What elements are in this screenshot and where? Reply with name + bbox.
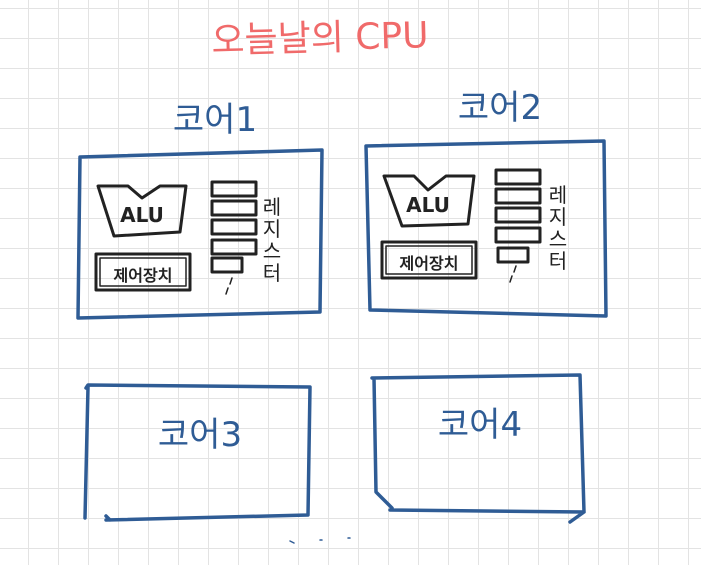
core1-control-unit-box (94, 252, 192, 292)
core2-register-char: 지 (548, 205, 568, 229)
diagram-title: 오늘날의 CPU (210, 15, 430, 62)
core2-register-stack (494, 168, 542, 283)
core2-register-label: 레 지 스 터 (546, 184, 570, 272)
core4-box (370, 373, 586, 524)
stray-marks (289, 537, 351, 544)
core2-alu-label: ALU (406, 193, 450, 217)
core2-register-char: 레 (548, 183, 568, 207)
core2-control-unit-inner (385, 245, 473, 275)
core1-register-stack (210, 180, 258, 295)
core2-alu-shape (382, 174, 476, 228)
core2-register-char: 터 (548, 249, 568, 273)
core2-register-char: 스 (548, 227, 568, 251)
core1-control-unit-label: 제어장치 (113, 266, 173, 285)
core4-label: 코어4 (437, 405, 523, 445)
core2-control-unit-label: 제어장치 (399, 254, 459, 273)
core3-box (83, 383, 312, 522)
core1-alu-label: ALU (120, 203, 164, 227)
core2-label: 코어2 (457, 88, 543, 128)
core1-register-char: 터 (262, 261, 282, 285)
core2-control-unit-box (380, 240, 478, 280)
core1-alu-shape (96, 184, 188, 238)
core3-label: 코어3 (157, 415, 243, 455)
core1-register-char: 레 (262, 195, 282, 219)
core2-box (364, 139, 608, 318)
core1-register-char: 지 (262, 217, 282, 241)
core1-box (76, 148, 324, 320)
core1-control-unit-inner (99, 257, 187, 287)
core1-register-char: 스 (262, 239, 282, 263)
core1-label: 코어1 (172, 100, 258, 140)
core1-register-label: 레 지 스 터 (260, 196, 284, 284)
